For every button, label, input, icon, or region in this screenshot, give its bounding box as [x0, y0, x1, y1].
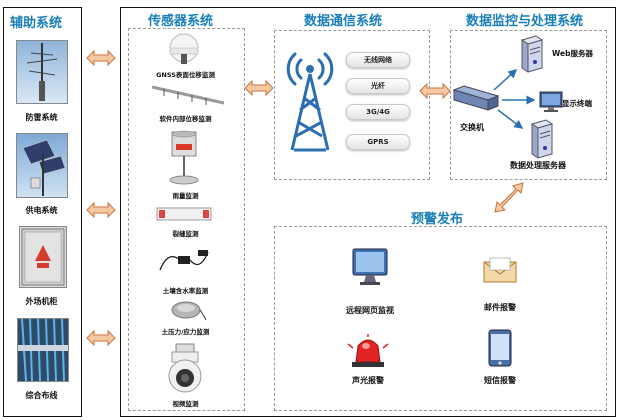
aux-label-cabinet: 外场机柜 [25, 297, 58, 306]
arrow-aux-sensor-1 [86, 50, 116, 66]
channel-fiber: 光纤 [346, 78, 410, 94]
sensor-label-pressure: 土压力/应力监测 [161, 328, 210, 336]
display-terminal-icon [539, 91, 563, 112]
aux-title: 辅助系统 [10, 16, 63, 31]
aux-label-lightning: 防雷系统 [25, 113, 58, 122]
smartphone-icon [488, 329, 512, 367]
sensor-title: 传感器系统 [148, 14, 214, 29]
alert-label-email: 邮件报警 [484, 303, 516, 312]
network-switch-icon [452, 85, 500, 111]
arrow-monitor-alert [494, 182, 524, 213]
soil-moisture-sensor-icon [159, 250, 209, 271]
alert-label-web: 远程网页监视 [346, 306, 394, 315]
crack-meter-icon [156, 207, 212, 221]
web-server-label: Web服务器 [552, 49, 593, 58]
inclinometer-icon [151, 85, 225, 105]
channel-wireless: 无线网络 [346, 52, 410, 68]
comm-title: 数据通信系统 [304, 14, 383, 29]
video-camera-icon [168, 343, 202, 393]
alert-label-sms: 短信报警 [484, 376, 516, 385]
display-label: 显示终端 [562, 99, 592, 108]
pressure-cell-icon [171, 301, 206, 320]
sensor-label-internal: 软件内部位移监测 [159, 115, 212, 123]
switch-label: 交换机 [460, 123, 484, 132]
lightning-rod-image [16, 40, 68, 104]
arrow-aux-sensor-3 [86, 330, 116, 346]
channel-3g4g: 3G/4G [346, 104, 410, 120]
rain-gauge-icon [169, 130, 199, 185]
arrow-comm-monitor [419, 83, 451, 99]
solar-panel-image [16, 133, 68, 198]
radio-tower-icon [286, 52, 334, 152]
monitor-screen-icon [352, 248, 388, 285]
cabinet-image [19, 226, 67, 288]
gnss-antenna-icon [169, 33, 199, 64]
data-server-icon [530, 119, 554, 159]
web-server-icon [520, 35, 544, 73]
sensor-label-rain: 雨量监测 [172, 192, 199, 200]
cabling-image [17, 318, 69, 382]
alert-label-siren: 声光报警 [352, 376, 384, 385]
sensor-label-gnss: GNSS表面位移监测 [156, 71, 215, 79]
monitor-title: 数据监控与处理系统 [466, 14, 584, 29]
data-server-label: 数据处理服务器 [510, 161, 566, 170]
aux-label-cabling: 综合布线 [25, 391, 58, 400]
channel-gprs: GPRS [346, 134, 410, 150]
switch-connectors [493, 68, 536, 129]
alert-panel [274, 226, 607, 411]
sensor-label-video: 视频监测 [172, 400, 199, 408]
arrow-sensor-comm [244, 80, 274, 96]
alert-title: 预警发布 [411, 212, 464, 227]
sensor-label-crack: 裂缝监测 [172, 230, 199, 238]
sensor-label-soil: 土壤含水率监测 [162, 287, 209, 295]
aux-label-power: 供电系统 [25, 206, 58, 215]
arrow-aux-sensor-2 [86, 202, 116, 218]
email-envelope-icon [483, 257, 517, 283]
siren-light-icon [347, 334, 389, 367]
